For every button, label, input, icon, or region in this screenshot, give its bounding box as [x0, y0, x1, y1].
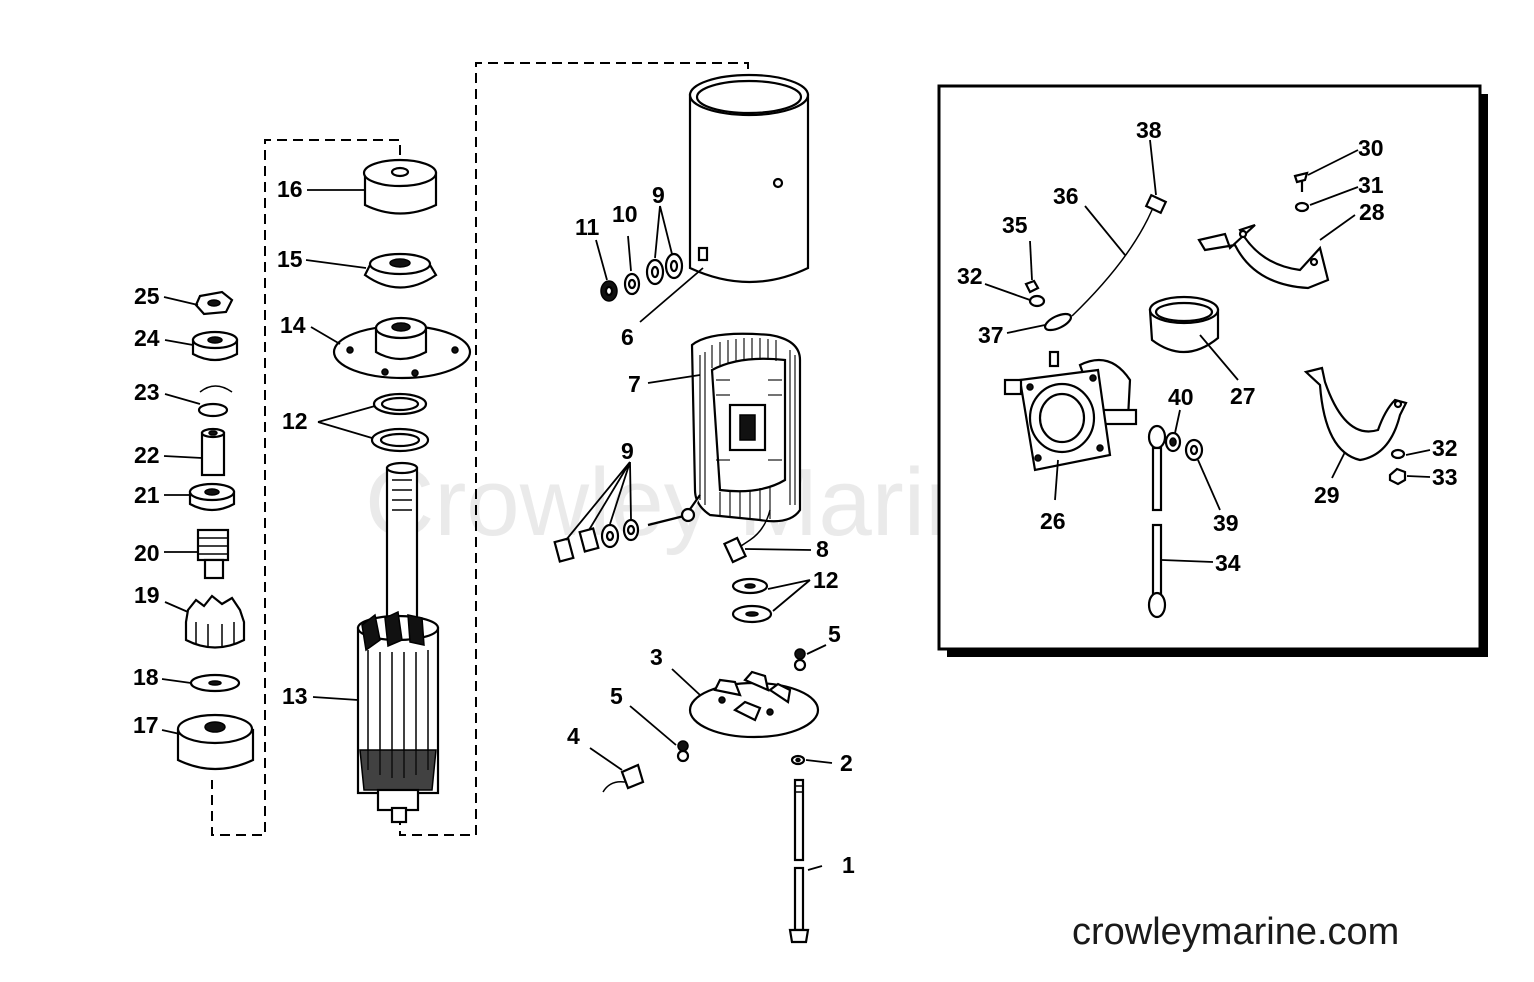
callout-40: 40: [1168, 384, 1194, 410]
part-7-field-coil: [686, 332, 802, 549]
callout-13: 13: [282, 683, 308, 709]
part-13-armature: [356, 461, 440, 824]
callout-labels: 1 2 3 4 5 5 6 7 8 9 9 10 11 12 12 13 14 …: [133, 117, 1458, 878]
callout-5b: 5: [610, 683, 623, 709]
callout-36: 36: [1053, 183, 1079, 209]
callout-33: 33: [1432, 464, 1458, 490]
callout-leader-lines: [161, 139, 1431, 871]
part-34-battery-cable: [1147, 424, 1167, 619]
callout-9b: 9: [621, 438, 634, 464]
callout-8: 8: [816, 536, 829, 562]
callout-25: 25: [134, 283, 160, 309]
callout-16: 16: [277, 176, 303, 202]
callout-22: 22: [134, 442, 160, 468]
part-16-drive-cap: [362, 158, 438, 215]
part-12-washers-lower: [731, 577, 773, 624]
part-15-bushing-cup: [363, 252, 438, 289]
part-6-frame-housing: [688, 73, 810, 284]
part-36-cable: [1043, 193, 1168, 332]
callout-32a: 32: [957, 263, 983, 289]
part-32-33-nuts: [1388, 448, 1407, 486]
callout-21: 21: [134, 482, 160, 508]
part-30-31-screw: [1293, 171, 1310, 213]
part-19-pinion-gear: [184, 594, 246, 649]
part-9-hardware-lower: [553, 507, 696, 563]
callout-29: 29: [1314, 482, 1340, 508]
callout-28: 28: [1359, 199, 1385, 225]
part-3-brush-plate: [688, 670, 820, 739]
part-35-32-nuts: [1024, 279, 1046, 308]
part-20-spring-sleeve: [196, 528, 230, 580]
part-18-washer: [189, 673, 241, 693]
part-26-solenoid: [1003, 350, 1138, 472]
part-25-nut: [194, 290, 234, 316]
callout-24: 24: [134, 325, 160, 351]
callout-4: 4: [567, 723, 580, 749]
callout-2: 2: [840, 750, 853, 776]
part-9-11-hardware-upper: [600, 252, 684, 302]
callout-7: 7: [628, 371, 641, 397]
callout-38: 38: [1136, 117, 1162, 143]
callout-31: 31: [1358, 172, 1384, 198]
callout-20: 20: [134, 540, 160, 566]
part-27-cover-sleeve: [1148, 295, 1220, 354]
callout-19: 19: [134, 582, 160, 608]
callout-10: 10: [612, 201, 638, 227]
callout-34: 34: [1215, 550, 1241, 576]
solenoid-kit-inset: [937, 84, 1488, 657]
part-23-ring: [197, 385, 233, 418]
callout-15: 15: [277, 246, 303, 272]
callout-37: 37: [978, 322, 1004, 348]
part-14-end-plate: [332, 316, 472, 380]
callout-5a: 5: [828, 621, 841, 647]
callout-11: 11: [575, 214, 600, 240]
part-2-nut: [790, 754, 806, 766]
callout-1: 1: [842, 852, 855, 878]
callout-26: 26: [1040, 508, 1066, 534]
callout-27: 27: [1230, 383, 1256, 409]
part-4-brush: [602, 763, 645, 793]
part-24-cup: [191, 330, 239, 362]
callout-3: 3: [650, 644, 663, 670]
part-28-bracket: [1197, 223, 1330, 290]
callout-12a: 12: [282, 408, 308, 434]
callout-35: 35: [1002, 212, 1028, 238]
callout-9a: 9: [652, 182, 665, 208]
part-22-sleeve: [200, 427, 226, 477]
callout-6: 6: [621, 324, 634, 350]
part-17-end-cap: [176, 713, 255, 770]
part-1-through-bolt: [788, 778, 810, 944]
part-40-39-washers: [1164, 431, 1204, 462]
callout-23: 23: [134, 379, 160, 405]
part-8-terminal-lead: [722, 536, 748, 564]
callout-18: 18: [133, 664, 159, 690]
part-29-clamp: [1303, 366, 1408, 462]
callout-39: 39: [1213, 510, 1239, 536]
callout-12b: 12: [813, 567, 839, 593]
callout-30: 30: [1358, 135, 1384, 161]
site-url-text: crowleymarine.com: [1072, 911, 1399, 953]
part-21-collar: [188, 482, 236, 512]
part-12-washers-upper: [370, 392, 430, 453]
part-5-screws: [676, 648, 807, 763]
callout-14: 14: [280, 312, 306, 338]
callout-17: 17: [133, 712, 159, 738]
callout-32b: 32: [1432, 435, 1458, 461]
